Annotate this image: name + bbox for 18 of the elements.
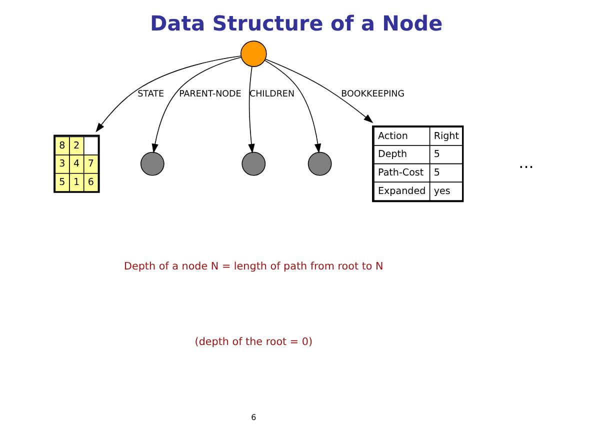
label: ... [518, 152, 534, 172]
label: Depth of a node N = length of path from root to N [124, 260, 383, 272]
edge-label: CHILDREN [248, 90, 294, 100]
edge-label: STATE [137, 90, 164, 100]
node-circle [241, 152, 266, 176]
arrow [248, 66, 254, 154]
diagram-title: Data Structure of a Node [150, 12, 442, 36]
edge-label: PARENT-NODE [178, 90, 241, 100]
node-circle [240, 40, 266, 67]
edge-label: BOOKKEEPING [340, 90, 404, 100]
arrow [264, 60, 321, 154]
arrow [151, 56, 242, 154]
arrow [264, 58, 373, 124]
label: (depth of the root = 0) [194, 336, 312, 348]
node-circle [140, 152, 164, 176]
arrow [95, 56, 241, 132]
node-circle [307, 152, 332, 176]
label: 6 [250, 413, 256, 422]
